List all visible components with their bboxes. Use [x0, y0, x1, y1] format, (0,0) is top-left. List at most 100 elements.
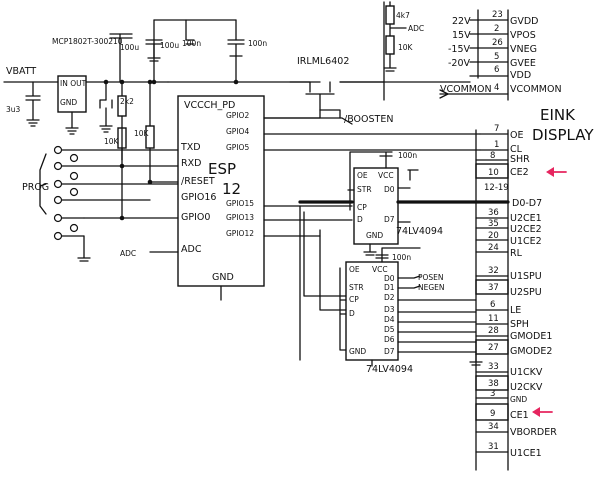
mosfet-label: IRLML6402 — [297, 56, 349, 67]
vcommon-left: VCOMMON — [440, 84, 492, 95]
cap-100u-1: 100u — [120, 43, 139, 52]
ic2-d4: D4 — [384, 315, 395, 324]
regulator-part-line: MCP1802T-300210 — [52, 37, 123, 46]
r-4k7-label: 4k7 — [396, 11, 410, 20]
esp-gnd: GND — [212, 272, 234, 283]
pin-38: 38 — [488, 379, 499, 389]
ic1-gnd: GND — [366, 231, 383, 240]
esp-vcc-label: VCCCH_PD — [184, 100, 235, 111]
ic2-d: D — [349, 309, 355, 318]
ic1-part: 74LV4094 — [396, 226, 443, 237]
net-rl: RL — [510, 248, 523, 259]
esp-name: ESP — [208, 160, 236, 178]
ic1-oe: OE — [357, 171, 368, 180]
supply-pin-5: 5 — [494, 52, 499, 62]
net-vneg: VNEG — [510, 44, 537, 55]
pin-34: 34 — [488, 422, 499, 432]
ic2-str: STR — [349, 283, 364, 292]
r-2k2-label: 2k2 — [120, 97, 134, 106]
net-d0-d7: D0-D7 — [512, 198, 542, 209]
esp-pin-gpio2: GPIO2 — [226, 111, 249, 120]
adc-flag: ADC — [120, 249, 136, 258]
shift-register-2: OE VCC D0 STR D1 CP D2 D D3 D4 D5 D6 GND… — [303, 211, 477, 375]
pin-7: 7 — [494, 124, 499, 134]
pin-20: 20 — [488, 231, 499, 241]
net-gvee: GVEE — [510, 58, 536, 69]
ic1-cp: CP — [357, 203, 367, 212]
regulator-in-out: IN OUT — [60, 79, 87, 88]
prog-pad-2 — [53, 161, 63, 171]
supply-15v: 15V — [452, 30, 471, 41]
pin-28: 28 — [488, 326, 499, 336]
esp-pin-gpio5: GPIO5 — [226, 143, 249, 152]
net-gnd: GND — [510, 395, 527, 404]
boost-en-label: /BOOSTEN — [344, 114, 393, 125]
ic1-d7: D7 — [384, 215, 395, 224]
net-gmode1: GMODE1 — [510, 331, 552, 342]
supply-pin-2: 2 — [494, 24, 499, 34]
pin-6: 6 — [490, 300, 495, 310]
esp-pin-gpio16: GPIO16 — [181, 192, 216, 203]
cap-100n-4: 100n — [248, 39, 267, 48]
pin-11: 11 — [488, 314, 499, 324]
ic2-d2: D2 — [384, 293, 395, 302]
prog-label: PROG — [22, 182, 49, 193]
cap-3u3-label: 3u3 — [6, 105, 21, 114]
display-connector: 7 OE 1 CL 8 SHR 10 CE2 12-19 D0-D7 36 U2… — [469, 124, 567, 471]
pin-12-19: 12-19 — [484, 183, 509, 193]
esp-pin-gpio4: GPIO4 — [226, 127, 249, 136]
net-vborder: VBORDER — [510, 427, 557, 438]
vdd-net: VDD — [510, 70, 531, 81]
ic2-posen: POSEN — [418, 273, 444, 282]
eink-display-title: DISPLAY — [532, 126, 594, 144]
regulator-gnd: GND — [60, 98, 77, 107]
net-u1ce2: U1CE2 — [510, 236, 542, 247]
vdd-pin: 6 — [494, 65, 499, 75]
pin-37: 37 — [488, 283, 499, 293]
ic2-vcc: VCC — [372, 265, 388, 274]
pin-33: 33 — [488, 362, 499, 372]
prog-pad-5 — [53, 213, 63, 223]
supply-pin-23: 23 — [492, 10, 503, 20]
pin-27: 27 — [488, 343, 499, 353]
esp-name-12: 12 — [222, 180, 241, 198]
pin-36: 36 — [488, 208, 499, 218]
pin-3: 3 — [490, 389, 495, 399]
pin-10: 10 — [488, 168, 499, 178]
cap-100n-3: 100n — [182, 39, 201, 48]
net-le: LE — [510, 305, 521, 316]
pin-35: 35 — [488, 219, 499, 229]
power-input-section: VBATT 3u3 MCP1802T-300210 IN OUT GND 2k2… — [3, 37, 179, 219]
esp-pin-adc: ADC — [181, 244, 202, 255]
pin-31: 31 — [488, 442, 499, 452]
ic2-negen: NEGEN — [418, 283, 445, 292]
bulk-capacitors: 100u 100u 100n 100n — [109, 19, 321, 85]
ic2-part: 74LV4094 — [366, 364, 413, 375]
ic2-cp: CP — [349, 295, 359, 304]
ic1-body — [353, 167, 399, 245]
net-oe: OE — [510, 130, 523, 141]
prog-pad-1 — [53, 145, 63, 155]
esp-pin-gpio15: GPIO15 — [226, 199, 254, 208]
net-u1spu: U1SPU — [510, 271, 542, 282]
ic2-d3: D3 — [384, 305, 395, 314]
pin-8: 8 — [490, 151, 495, 161]
ic2-d5: D5 — [384, 325, 395, 334]
ic2-oe: OE — [349, 265, 360, 274]
net-gmode2: GMODE2 — [510, 346, 552, 357]
ic1-cap: 100n — [398, 151, 417, 160]
cap-100u-2: 100u — [160, 41, 179, 50]
supply-m15v: -15V — [448, 44, 471, 55]
esp-pin-txd: TXD — [180, 142, 201, 153]
supply-m20v: -20V — [448, 58, 471, 69]
net-u1ckv: U1CKV — [510, 367, 543, 378]
net-cl: CL — [510, 144, 523, 155]
net-sph: SPH — [510, 319, 529, 330]
esp-pin-reset: /RESET — [181, 176, 215, 187]
net-shr: SHR — [510, 154, 530, 165]
net-ce2: CE2 — [510, 167, 529, 178]
net-u1ce1: U1CE1 — [510, 448, 542, 459]
prog-pad-3 — [53, 179, 63, 189]
ic2-d7: D7 — [384, 347, 395, 356]
